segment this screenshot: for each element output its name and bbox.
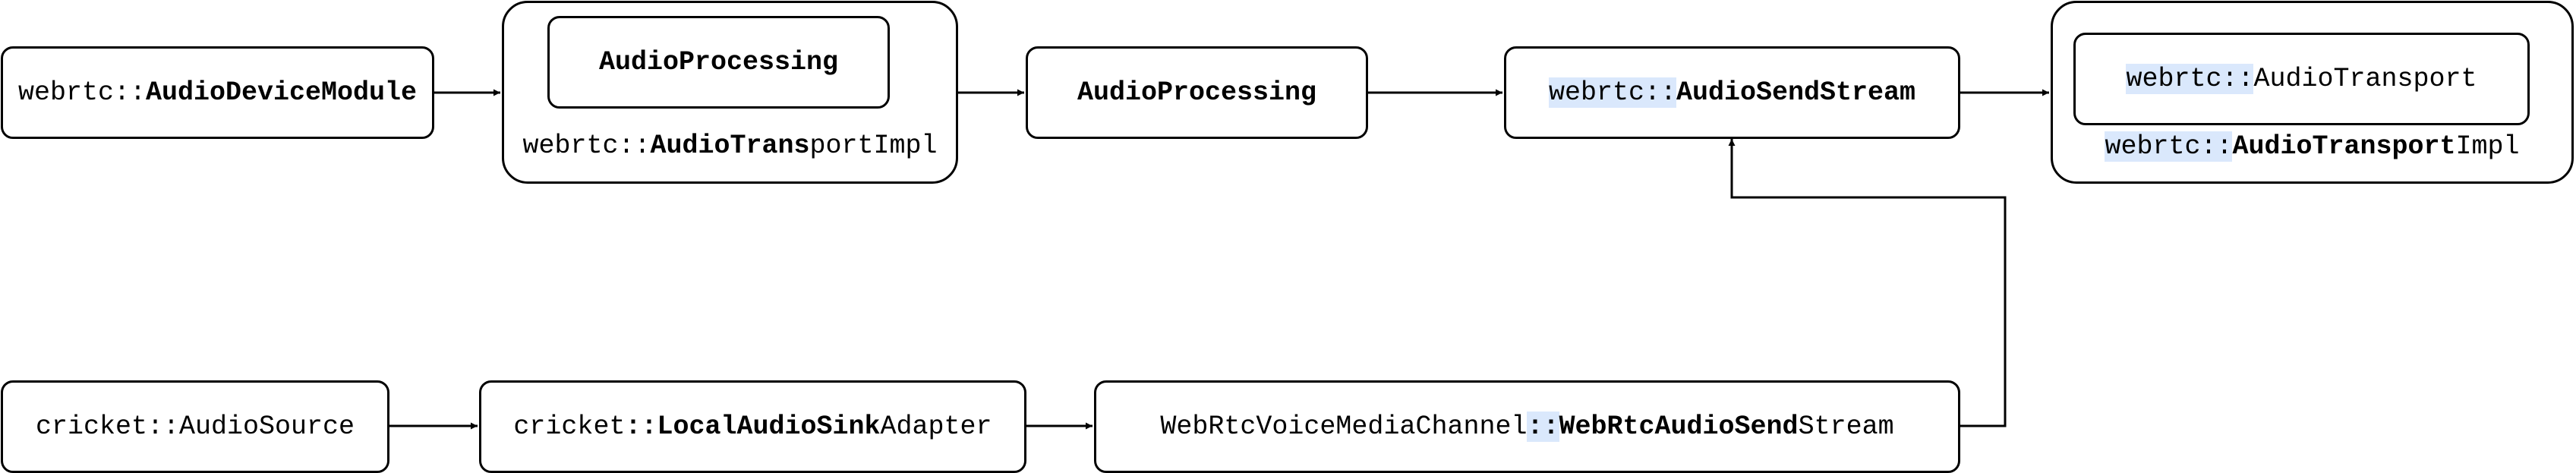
- label-segment: WebRtcAudioSend: [1559, 412, 1799, 442]
- audio-device-module-box: webrtc::AudioDeviceModule: [1, 46, 434, 139]
- audio-source-label: cricket::AudioSource: [3, 383, 387, 471]
- label-segment: ::: [1527, 412, 1559, 442]
- audio-transport-inner-box: webrtc::AudioTransport: [2073, 33, 2530, 125]
- audio-processing-inner-label: AudioProcessing: [550, 18, 888, 106]
- label-segment: LocalAudioSink: [657, 412, 881, 442]
- audio-device-module-label: webrtc::AudioDeviceModule: [3, 49, 432, 137]
- label-segment: AudioSendStream: [1676, 77, 1916, 108]
- label-segment: Stream: [1798, 412, 1894, 442]
- label-segment: AudioProcessing: [598, 47, 839, 77]
- label-segment: cricket::AudioSource: [35, 412, 355, 442]
- label-segment: Adapter: [880, 412, 992, 442]
- label-segment: Impl: [2455, 131, 2520, 162]
- audio-transport-inner-label: webrtc::AudioTransport: [2076, 35, 2527, 123]
- label-segment: AudioDeviceModule: [145, 77, 418, 108]
- audio-source-box: cricket::AudioSource: [1, 380, 389, 473]
- label-segment: webrtc::: [522, 131, 651, 161]
- label-segment: WebRtcVoiceMediaChannel: [1160, 412, 1528, 442]
- audio-processing-box: AudioProcessing: [1026, 46, 1368, 139]
- label-segment: AudioTrans: [650, 131, 810, 161]
- audio-send-stream-box: webrtc::AudioSendStream: [1504, 46, 1960, 139]
- label-segment: AudioProcessing: [1077, 77, 1317, 108]
- label-segment: webrtc::: [2126, 64, 2254, 94]
- label-segment: AudioTransport: [2232, 131, 2456, 162]
- audio-processing-label: AudioProcessing: [1028, 49, 1366, 137]
- label-segment: webrtc::: [1548, 77, 1676, 108]
- audio-processing-inner-box: AudioProcessing: [547, 16, 890, 109]
- label-segment: ::: [625, 412, 657, 442]
- audio-transport-impl-right-label: webrtc::AudioTransportImpl: [2053, 127, 2571, 166]
- label-segment: AudioTransport: [2253, 64, 2477, 94]
- arrow-channel-to-sendstream: [1728, 139, 2007, 427]
- audio-transport-impl-label: webrtc::AudioTransportImpl: [504, 123, 956, 169]
- local-audio-sink-adapter-box: cricket::LocalAudioSinkAdapter: [479, 380, 1026, 473]
- label-segment: webrtc::: [17, 77, 146, 108]
- label-segment: cricket: [513, 412, 626, 442]
- audio-send-stream-label: webrtc::AudioSendStream: [1506, 49, 1958, 137]
- label-segment: portImpl: [809, 131, 938, 161]
- webrtc-voice-media-channel-label: WebRtcVoiceMediaChannel::WebRtcAudioSend…: [1096, 383, 1958, 471]
- local-audio-sink-adapter-label: cricket::LocalAudioSinkAdapter: [481, 383, 1024, 471]
- webrtc-voice-media-channel-box: WebRtcVoiceMediaChannel::WebRtcAudioSend…: [1094, 380, 1960, 473]
- label-segment: webrtc::: [2105, 131, 2233, 162]
